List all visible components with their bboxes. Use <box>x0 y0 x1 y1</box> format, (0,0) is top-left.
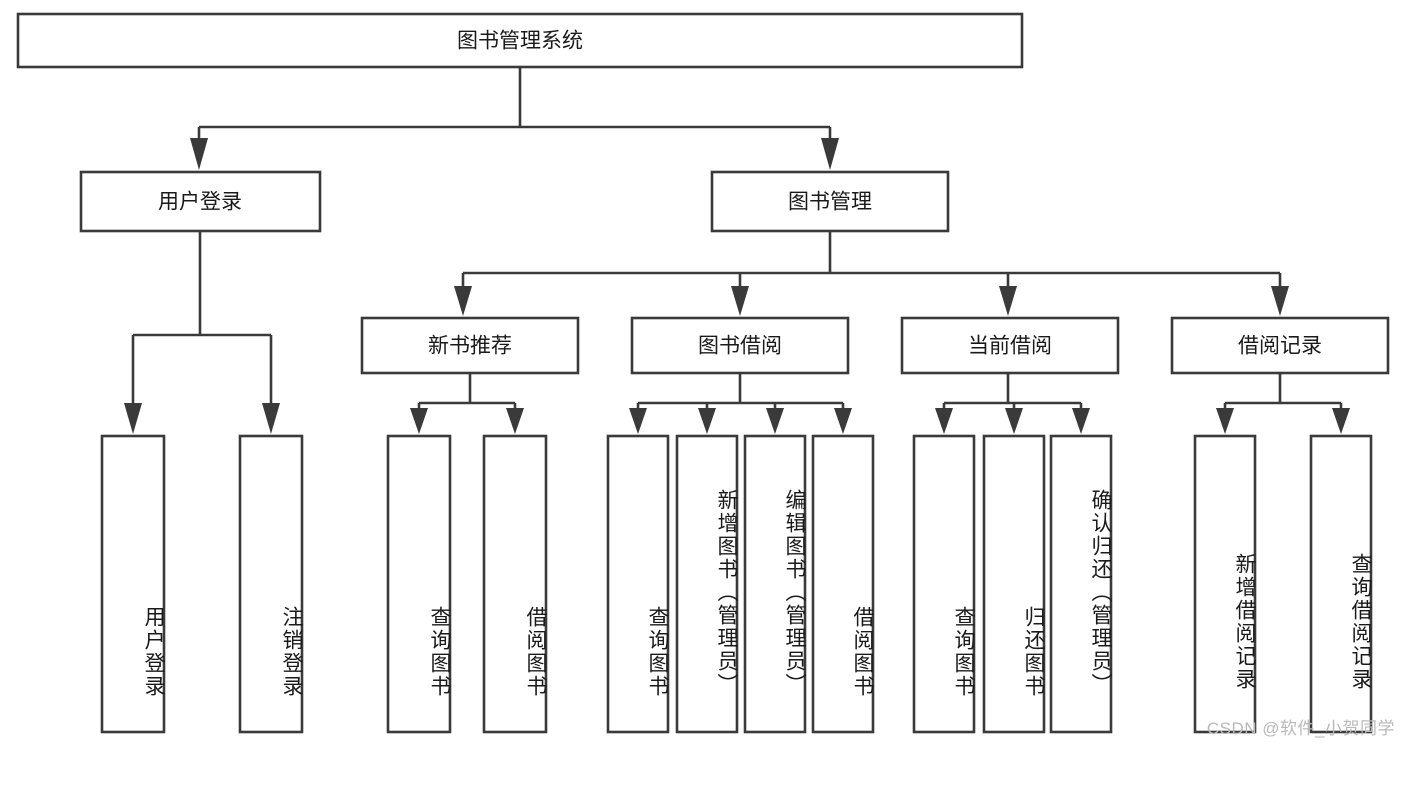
node-box-root[interactable] <box>16 12 1024 69</box>
node-book-borrow[interactable]: 图书借阅 <box>630 316 850 375</box>
node-user-login[interactable]: 用户登录 <box>79 170 322 233</box>
arrow-head-icon <box>935 408 953 434</box>
arrow-head-icon <box>1072 408 1090 434</box>
arrow-head-icon <box>262 403 280 434</box>
node-box-leaf-borrow-book-2[interactable] <box>811 434 875 734</box>
connector-borrow-record-to-leaves <box>1216 373 1350 434</box>
arrow-head-icon <box>454 286 472 316</box>
arrow-head-icon <box>698 408 716 434</box>
node-box-leaf-query-book-3[interactable] <box>912 434 976 734</box>
node-box-leaf-borrow-book-1[interactable] <box>482 434 548 734</box>
node-label-current-borrow: 当前借阅 <box>968 335 1052 358</box>
node-label-new-book-rec: 新书推荐 <box>428 335 512 358</box>
arrow-head-icon <box>124 403 142 434</box>
node-box-leaf-edit-book[interactable] <box>743 434 807 734</box>
leaf-boxes <box>100 434 1373 734</box>
node-label-user-login: 用户登录 <box>158 191 242 214</box>
node-box-book-manage[interactable] <box>710 170 950 233</box>
node-label-book-borrow: 图书借阅 <box>698 335 782 358</box>
diagram-canvas: 图书管理系统 用户登录 图书管理 新书推荐 图书借阅 当前借阅 借阅记录 <box>16 12 1395 738</box>
node-box-leaf-query-book-1[interactable] <box>386 434 452 734</box>
node-borrow-record[interactable]: 借阅记录 <box>1170 316 1390 375</box>
node-new-book-rec[interactable]: 新书推荐 <box>360 316 580 375</box>
arrow-head-icon <box>506 408 524 434</box>
arrow-head-icon <box>1332 408 1350 434</box>
node-label-book-manage: 图书管理 <box>788 191 872 214</box>
connector-book-manage-to-level3 <box>454 231 1289 316</box>
arrow-head-icon <box>731 286 749 316</box>
arrow-head-icon <box>410 408 428 434</box>
node-box-leaf-user-login[interactable] <box>100 434 166 734</box>
arrow-head-icon <box>834 408 852 434</box>
hierarchy-flowchart: 图书管理系统 用户登录 图书管理 新书推荐 图书借阅 当前借阅 借阅记录 <box>16 12 1390 734</box>
connector-root-to-level2 <box>190 67 839 170</box>
node-box-leaf-add-book[interactable] <box>675 434 739 734</box>
node-box-leaf-logout[interactable] <box>238 434 304 734</box>
node-root[interactable]: 图书管理系统 <box>16 12 1024 69</box>
node-box-leaf-query-book-2[interactable] <box>606 434 670 734</box>
node-book-manage[interactable]: 图书管理 <box>710 170 950 233</box>
node-label-borrow-record: 借阅记录 <box>1238 335 1322 358</box>
connector-book-borrow-to-leaves <box>629 373 852 434</box>
connector-user-login-to-leaves <box>124 231 280 434</box>
node-box-user-login[interactable] <box>79 170 322 233</box>
node-box-new-book-rec[interactable] <box>360 316 580 375</box>
node-box-leaf-add-record[interactable] <box>1193 434 1257 734</box>
csdn-watermark: CSDN @软件_小贺同学 <box>1206 719 1395 738</box>
arrow-head-icon <box>1216 408 1234 434</box>
arrow-head-icon <box>999 286 1017 316</box>
node-box-leaf-confirm-return[interactable] <box>1049 434 1113 734</box>
node-current-borrow[interactable]: 当前借阅 <box>900 316 1120 375</box>
arrow-head-icon <box>629 408 647 434</box>
node-box-leaf-return-book[interactable] <box>982 434 1046 734</box>
node-box-borrow-record[interactable] <box>1170 316 1390 375</box>
arrow-head-icon <box>766 408 784 434</box>
arrow-head-icon <box>1005 408 1023 434</box>
node-box-current-borrow[interactable] <box>900 316 1120 375</box>
arrow-head-icon <box>1271 286 1289 316</box>
node-box-book-borrow[interactable] <box>630 316 850 375</box>
arrow-head-icon <box>190 138 208 170</box>
node-label-root: 图书管理系统 <box>457 30 583 53</box>
arrow-head-icon <box>821 138 839 170</box>
connector-current-borrow-to-leaves <box>935 373 1090 434</box>
node-box-leaf-query-record[interactable] <box>1309 434 1373 734</box>
connector-new-book-rec-to-leaves <box>410 373 524 434</box>
